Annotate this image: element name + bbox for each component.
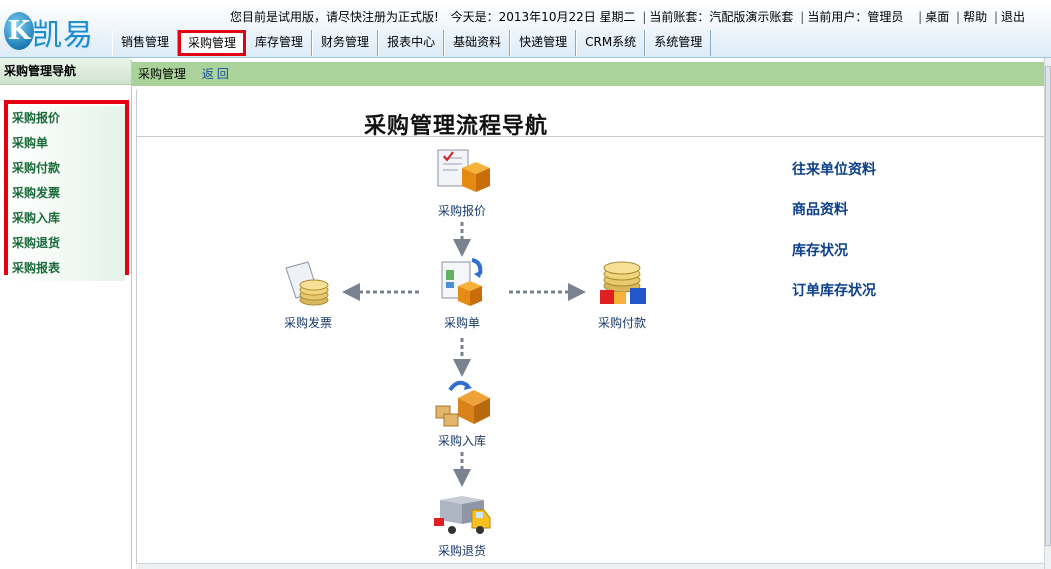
quote-document-icon: [432, 146, 492, 198]
breadcrumb: 采购管理 返回: [132, 62, 1045, 86]
flow-node-order-label: 采购单: [443, 316, 480, 330]
tab-system[interactable]: 系统管理: [645, 30, 712, 56]
vertical-scrollbar-thumb[interactable]: [1045, 66, 1051, 546]
order-document-icon: [432, 258, 492, 310]
user-text: 当前用户：管理员: [807, 10, 904, 24]
flow-node-quote[interactable]: 采购报价: [417, 146, 507, 219]
quick-link-products[interactable]: 商品资料: [792, 202, 848, 218]
quick-link-partners[interactable]: 往来单位资料: [792, 162, 876, 178]
tab-purchase[interactable]: 采购管理: [178, 30, 247, 56]
flow-node-invoice[interactable]: 采购发票: [263, 258, 353, 331]
info-bar: 您目前是试用版，请尽快注册为正式版! 今天是：2013年10月22日 星期二 |…: [230, 8, 1025, 25]
divider: |: [956, 10, 961, 24]
logout-link[interactable]: 退出: [1000, 10, 1025, 24]
nav-item-stockin[interactable]: 采购入库: [8, 206, 125, 231]
tab-inventory[interactable]: 库存管理: [246, 30, 313, 56]
title-divider: [137, 136, 1046, 137]
left-nav-list: 采购报价 采购单 采购付款 采购发票 采购入库 采购退货 采购报表: [4, 100, 129, 281]
nav-item-payment[interactable]: 采购付款: [8, 156, 125, 181]
nav-item-quote[interactable]: 采购报价: [8, 106, 125, 131]
tab-finance[interactable]: 财务管理: [312, 30, 379, 56]
flow-node-stockin-label: 采购入库: [437, 434, 486, 448]
vertical-scrollbar[interactable]: [1044, 58, 1051, 569]
stockin-boxes-icon: [432, 376, 492, 428]
tab-basic-data[interactable]: 基础资料: [444, 30, 511, 56]
left-navigation: 采购管理导航 采购报价 采购单 采购付款 采购发票 采购入库 采购退货 采购报表: [0, 58, 131, 569]
flow-canvas: 采购管理流程导航: [136, 90, 1046, 569]
flow-node-order[interactable]: 采购单: [417, 258, 507, 331]
tab-reports[interactable]: 报表中心: [378, 30, 445, 56]
flow-node-return-label: 采购退货: [437, 544, 486, 558]
divider: |: [800, 10, 805, 24]
flow-node-stockin[interactable]: 采购入库: [417, 376, 507, 449]
account-text: 当前账套：汽配版演示账套: [649, 10, 794, 24]
quick-link-stock-status[interactable]: 库存状况: [792, 243, 848, 259]
flow-node-payment[interactable]: 采购付款: [577, 258, 667, 331]
logo-k-icon: K: [4, 12, 34, 50]
top-header: K 凯易通 您目前是试用版，请尽快注册为正式版! 今天是：2013年10月22日…: [0, 0, 1051, 97]
tab-crm[interactable]: CRM系统: [576, 30, 646, 56]
flow-node-return[interactable]: 采购退货: [417, 486, 507, 559]
divider: |: [918, 10, 923, 24]
nav-item-return[interactable]: 采购退货: [8, 231, 125, 256]
nav-item-report[interactable]: 采购报表: [8, 256, 125, 281]
flow-node-quote-label: 采购报价: [437, 204, 486, 218]
payment-coins-icon: [592, 258, 652, 310]
divider: |: [642, 10, 647, 24]
left-nav-title: 采购管理导航: [0, 58, 131, 85]
breadcrumb-current: 采购管理: [138, 67, 187, 81]
back-link[interactable]: 返回: [201, 67, 232, 81]
app-logo: K 凯易通: [4, 8, 110, 97]
flow-node-invoice-label: 采购发票: [283, 316, 332, 330]
quick-link-order-stock-status[interactable]: 订单库存状况: [792, 283, 876, 299]
nav-item-order[interactable]: 采购单: [8, 131, 125, 156]
help-link[interactable]: 帮助: [963, 10, 988, 24]
invoice-coins-icon: [278, 258, 338, 310]
divider: |: [993, 10, 998, 24]
main-menu-tabs: 销售管理 采购管理 库存管理 财务管理 报表中心 基础资料 快递管理 CRM系统…: [112, 30, 712, 56]
horizontal-scrollbar[interactable]: [136, 563, 1044, 569]
desktop-link[interactable]: 桌面: [925, 10, 950, 24]
trial-notice: 您目前是试用版，请尽快注册为正式版!: [230, 10, 439, 24]
flow-arrows: [342, 222, 586, 487]
flow-title: 采购管理流程导航: [364, 113, 549, 139]
date-text: 今天是：2013年10月22日 星期二: [450, 10, 636, 24]
nav-item-invoice[interactable]: 采购发票: [8, 181, 125, 206]
return-truck-icon: [432, 486, 492, 538]
tab-sales[interactable]: 销售管理: [112, 30, 179, 56]
flow-node-payment-label: 采购付款: [597, 316, 646, 330]
main-content: 采购管理 返回 采购管理流程导航: [131, 60, 1046, 569]
tab-express[interactable]: 快递管理: [510, 30, 577, 56]
